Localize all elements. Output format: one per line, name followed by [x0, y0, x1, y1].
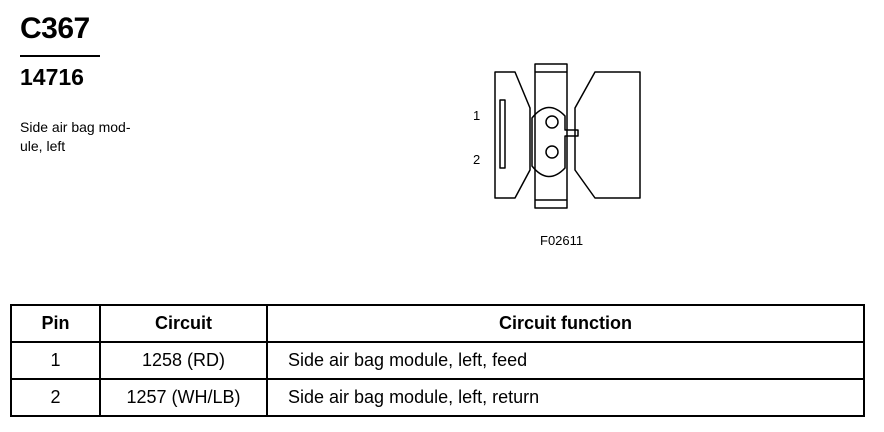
header-circuit-function: Circuit function: [266, 304, 865, 343]
pin-label-2: 2: [473, 152, 480, 167]
header-pin: Pin: [10, 304, 101, 343]
cell-pin: 2: [10, 378, 101, 417]
connector-id: C367: [20, 12, 90, 45]
description-line-2: ule, left: [20, 138, 66, 154]
pin-slot: [499, 99, 506, 169]
header-circuit: Circuit: [99, 304, 268, 343]
figure-code: F02611: [540, 233, 584, 248]
connector-diagram: 1 2: [473, 63, 641, 209]
pin-2-terminal: [545, 145, 559, 159]
cell-pin: 1: [10, 341, 101, 380]
terminal-cavity: [531, 106, 579, 178]
description-line-1: Side air bag mod-: [20, 119, 131, 135]
pin-label-1: 1: [473, 108, 480, 123]
cell-circuit-function: Side air bag module, left, feed: [266, 341, 865, 380]
cell-circuit: 1258 (RD): [99, 341, 268, 380]
connector-housing-right: [574, 71, 641, 199]
pin-table: Pin Circuit Circuit function 1 1258 (RD)…: [10, 304, 865, 417]
table-row: 2 1257 (WH/LB) Side air bag module, left…: [10, 378, 865, 417]
cell-circuit: 1257 (WH/LB): [99, 378, 268, 417]
title-rule: [20, 55, 100, 57]
pin-1-terminal: [545, 115, 559, 129]
connector-latch: [534, 63, 568, 209]
table-row: 1 1258 (RD) Side air bag module, left, f…: [10, 341, 865, 380]
cell-circuit-function: Side air bag module, left, return: [266, 378, 865, 417]
part-number: 14716: [20, 64, 84, 90]
connector-description: Side air bag mod- ule, left: [20, 118, 131, 156]
table-header-row: Pin Circuit Circuit function: [10, 304, 865, 343]
connector-housing: [494, 71, 531, 199]
